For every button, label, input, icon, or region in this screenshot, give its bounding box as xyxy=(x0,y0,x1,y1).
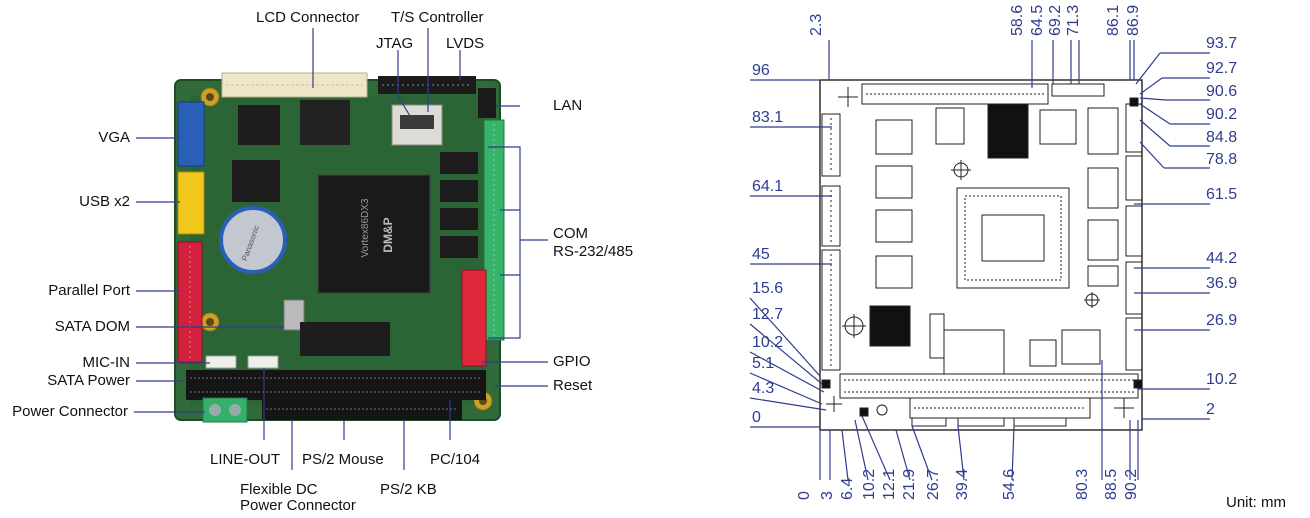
dim-right-8: 36.9 xyxy=(1206,275,1238,292)
dim-right-2: 90.6 xyxy=(1206,83,1238,100)
label-sata-power: SATA Power xyxy=(47,372,130,389)
dim-bottom-8: 54.6 xyxy=(1001,468,1018,500)
dim-bottom-7: 39.4 xyxy=(954,468,971,500)
mic-in-connector xyxy=(205,355,237,369)
usb-connector xyxy=(177,171,205,235)
dim-bottom-5: 21.9 xyxy=(901,468,918,500)
dim-left-2: 64.1 xyxy=(752,178,784,195)
dim-left-5: 12.7 xyxy=(752,306,784,323)
label-ts-controller: T/S Controller xyxy=(391,9,484,26)
label-lvds: LVDS xyxy=(446,35,485,52)
dim-left-8: 4.3 xyxy=(752,380,775,397)
dim-right-4: 84.8 xyxy=(1206,129,1238,146)
label-ps2-mouse: PS/2 Mouse xyxy=(302,451,384,468)
label-power-connector-2: Power Connector xyxy=(240,497,356,514)
dim-left-3: 45 xyxy=(752,246,770,263)
label-sata-dom: SATA DOM xyxy=(54,318,130,335)
photo-leader-lines xyxy=(134,28,548,470)
label-gpio: GPIO xyxy=(553,353,591,370)
dim-right-0: 93.7 xyxy=(1206,35,1238,52)
dim-left-0: 96 xyxy=(752,62,770,79)
dim-top-6: 86.9 xyxy=(1125,4,1142,36)
dim-top-2: 64.5 xyxy=(1029,4,1046,36)
dim-left-1: 83.1 xyxy=(752,109,784,126)
unit-label: Unit: mm xyxy=(1226,494,1286,511)
dim-left-6: 10.2 xyxy=(752,334,784,351)
dim-top-5: 86.1 xyxy=(1105,4,1122,36)
label-mic-in: MIC-IN xyxy=(82,354,131,371)
dim-bottom-0: 0 xyxy=(796,491,813,500)
dim-right-5: 78.8 xyxy=(1206,151,1238,168)
dim-bottom-10: 88.5 xyxy=(1103,468,1120,500)
board-photo: Vortex86DX3 DM&P Panasonic xyxy=(174,72,505,423)
chip-c xyxy=(300,100,350,145)
dim-bottom-3: 10.2 xyxy=(861,468,878,500)
dim-right-10: 10.2 xyxy=(1206,371,1238,388)
dim-right-3: 90.2 xyxy=(1206,106,1238,123)
board-outline xyxy=(819,79,1143,431)
dimension-leader-lines xyxy=(749,40,1210,481)
dim-bottom-9: 80.3 xyxy=(1074,468,1091,500)
cmos-battery xyxy=(219,206,287,274)
cpu-model-text: Vortex86DX3 xyxy=(360,198,371,257)
label-rs232-485: RS-232/485 xyxy=(553,243,634,260)
dim-top-3: 69.2 xyxy=(1047,4,1064,36)
label-reset: Reset xyxy=(553,377,593,394)
dim-top-4: 71.3 xyxy=(1065,4,1082,36)
dim-right-1: 92.7 xyxy=(1206,60,1238,77)
dim-bottom-6: 26.7 xyxy=(925,468,942,500)
lan-header xyxy=(478,88,496,118)
dim-top-1: 58.6 xyxy=(1009,4,1026,36)
label-usb: USB x2 xyxy=(79,193,130,210)
label-jtag: JTAG xyxy=(376,35,414,52)
dim-left-9: 0 xyxy=(752,409,761,426)
dim-right-6: 61.5 xyxy=(1206,186,1238,203)
dim-bottom-1: 3 xyxy=(819,491,836,500)
dim-left-7: 5.1 xyxy=(752,355,775,372)
label-ps2-kb: PS/2 KB xyxy=(380,481,437,498)
chip-b xyxy=(232,160,280,202)
sata-dom-connector xyxy=(283,299,305,331)
dim-right-9: 26.9 xyxy=(1206,312,1238,329)
dim-bottom-11: 90.2 xyxy=(1123,468,1140,500)
dim-right-7: 44.2 xyxy=(1206,250,1238,267)
chip-d xyxy=(300,322,390,356)
cpu-brand-text: DM&P xyxy=(381,217,395,252)
gpio-header xyxy=(461,269,487,367)
label-lcd-connector: LCD Connector xyxy=(256,9,360,26)
vga-connector xyxy=(177,101,205,167)
chip-a xyxy=(238,105,280,145)
cpu-chip xyxy=(317,174,431,294)
label-pc104: PC/104 xyxy=(430,451,481,468)
label-parallel-port: Parallel Port xyxy=(48,282,130,299)
pc104-header xyxy=(186,370,486,400)
label-vga: VGA xyxy=(98,129,130,146)
label-com: COM xyxy=(553,225,588,242)
label-flexible-dc: Flexible DC xyxy=(240,481,318,498)
label-power-connector: Power Connector xyxy=(12,403,128,420)
label-line-out: LINE-OUT xyxy=(210,451,281,468)
dim-left-4: 15.6 xyxy=(752,280,784,297)
label-lan: LAN xyxy=(553,97,583,114)
dimension-drawing xyxy=(819,79,1143,431)
dim-top-0: 2.3 xyxy=(808,13,825,36)
dim-right-11: 2 xyxy=(1206,401,1215,418)
line-out-connector xyxy=(247,355,279,369)
dim-bottom-4: 12.1 xyxy=(881,468,898,500)
dim-bottom-2: 6.4 xyxy=(839,477,856,500)
